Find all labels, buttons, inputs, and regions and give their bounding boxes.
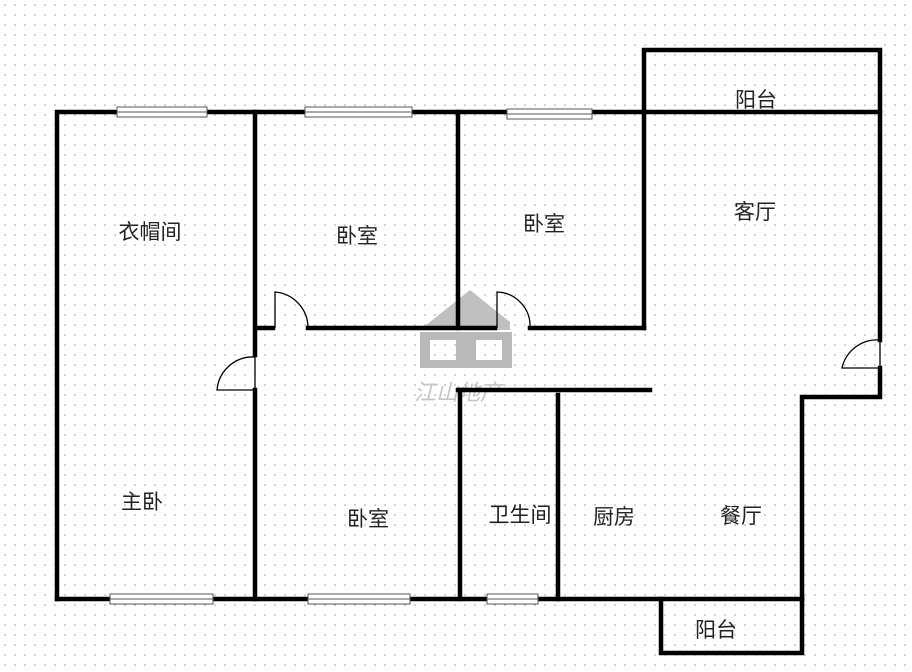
room-label-bedroom: 卧室 bbox=[523, 212, 565, 236]
windows bbox=[109, 106, 593, 605]
window bbox=[307, 593, 411, 605]
window bbox=[304, 106, 413, 118]
room-label-balcony: 阳台 bbox=[695, 618, 737, 642]
walls bbox=[54, 47, 883, 656]
room-label-bedroom: 卧室 bbox=[336, 224, 378, 248]
door-bedroom-1 bbox=[274, 291, 309, 329]
window bbox=[506, 108, 593, 120]
door-master-bedroom bbox=[216, 356, 256, 391]
room-label-master-bedroom: 主卧 bbox=[121, 490, 163, 514]
room-label-dining-room: 餐厅 bbox=[720, 504, 762, 528]
room-label-bedroom: 卧室 bbox=[347, 507, 389, 531]
room-label-kitchen: 厨房 bbox=[593, 505, 635, 529]
door-bedroom-2 bbox=[496, 291, 531, 329]
window bbox=[109, 593, 214, 605]
room-label-wardrobe: 衣帽间 bbox=[119, 220, 182, 244]
door-entrance bbox=[841, 339, 881, 369]
window bbox=[486, 593, 539, 605]
room-label-living-room: 客厅 bbox=[734, 200, 776, 224]
doors bbox=[216, 291, 881, 391]
room-label-balcony: 阳台 bbox=[735, 88, 777, 112]
room-label-bathroom: 卫生间 bbox=[489, 503, 552, 527]
window bbox=[116, 106, 208, 118]
